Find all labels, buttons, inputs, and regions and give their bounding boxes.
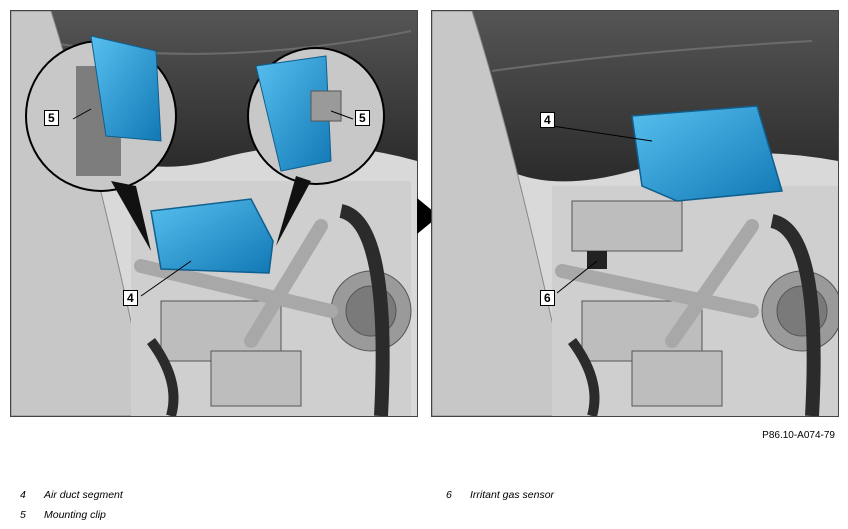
legend-item: 6 Irritant gas sensor	[446, 489, 554, 501]
figure-reference-code: P86.10-A074-79	[762, 430, 835, 441]
legend-number: 5	[20, 509, 26, 521]
callout-4: 4	[540, 112, 555, 128]
callout-4: 4	[123, 290, 138, 306]
legend-item: 4 Air duct segment	[20, 489, 123, 501]
legend-label: Air duct segment	[44, 489, 123, 501]
illustration-left-panel: 5 5 4	[10, 10, 418, 417]
callout-6: 6	[540, 290, 555, 306]
legend-label: Irritant gas sensor	[470, 489, 555, 501]
legend-number: 4	[20, 489, 26, 501]
callout-5-left: 5	[44, 110, 59, 126]
step-arrow-icon	[417, 198, 439, 234]
legend-number: 6	[446, 489, 452, 501]
legend-label: Mounting clip	[44, 509, 106, 521]
callout-5-right: 5	[355, 110, 370, 126]
legend-item: 5 Mounting clip	[20, 509, 106, 521]
illustration-right-panel: 4 6	[431, 10, 839, 417]
engine-bay-illustration-right	[432, 11, 838, 416]
engine-bay-illustration-left	[11, 11, 417, 416]
